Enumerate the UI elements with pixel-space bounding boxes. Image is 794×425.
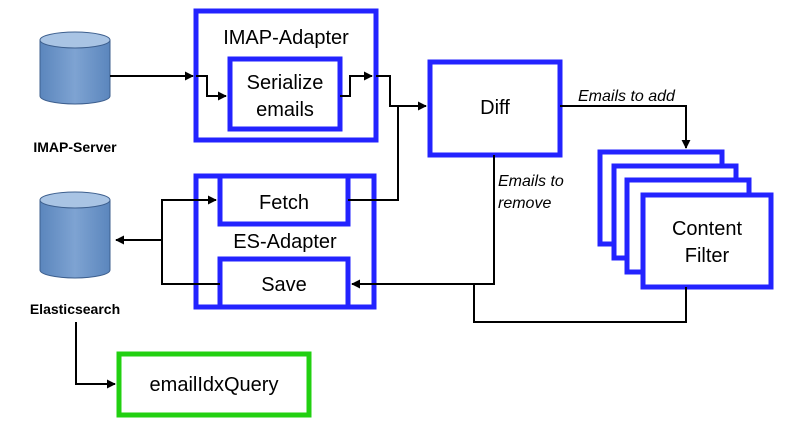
emails-to-remove-arrow (351, 155, 495, 289)
emails-to-add-label: Emails to add (578, 88, 676, 105)
content-filter-stack (597, 149, 774, 290)
imap-server-database-icon (39, 31, 111, 105)
serialize-emails-box (227, 56, 343, 132)
content-filter-box (640, 192, 774, 290)
email-idx-query-box (116, 351, 312, 418)
save-label: Save (261, 274, 307, 296)
emails-to-remove-label-line2: remove (498, 195, 551, 212)
adapter-to-serialize-arrow (196, 75, 227, 101)
serialize-to-adapter-edge-arrow (340, 71, 373, 97)
imap-server-label: IMAP-Server (33, 139, 117, 155)
diff-label: Diff (480, 97, 510, 119)
content-filter-to-save-line (473, 284, 687, 323)
serialize-emails-label-line1: Serialize (247, 72, 324, 94)
elasticsearch-database-icon (39, 191, 111, 279)
fetch-box (217, 173, 351, 227)
fetch-to-diff-line (348, 106, 399, 201)
imap-adapter-label: IMAP-Adapter (223, 27, 349, 49)
email-idx-query-label: emailIdxQuery (150, 374, 279, 396)
serialize-emails-label-line2: emails (256, 99, 314, 121)
es-adapter-label: ES-Adapter (233, 231, 337, 253)
elasticsearch-label: Elasticsearch (30, 301, 120, 317)
elasticsearch-to-query-arrow (75, 322, 116, 389)
save-to-fetch-loop-arrow (161, 195, 220, 285)
content-filter-label-line1: Content (672, 218, 742, 240)
imap-adapter-to-diff-arrow (376, 75, 427, 111)
fetch-label: Fetch (259, 192, 309, 214)
emails-to-add-arrow (560, 105, 691, 149)
emails-to-remove-label-line1: Emails to (498, 173, 564, 190)
content-filter-label-line2: Filter (685, 245, 730, 267)
